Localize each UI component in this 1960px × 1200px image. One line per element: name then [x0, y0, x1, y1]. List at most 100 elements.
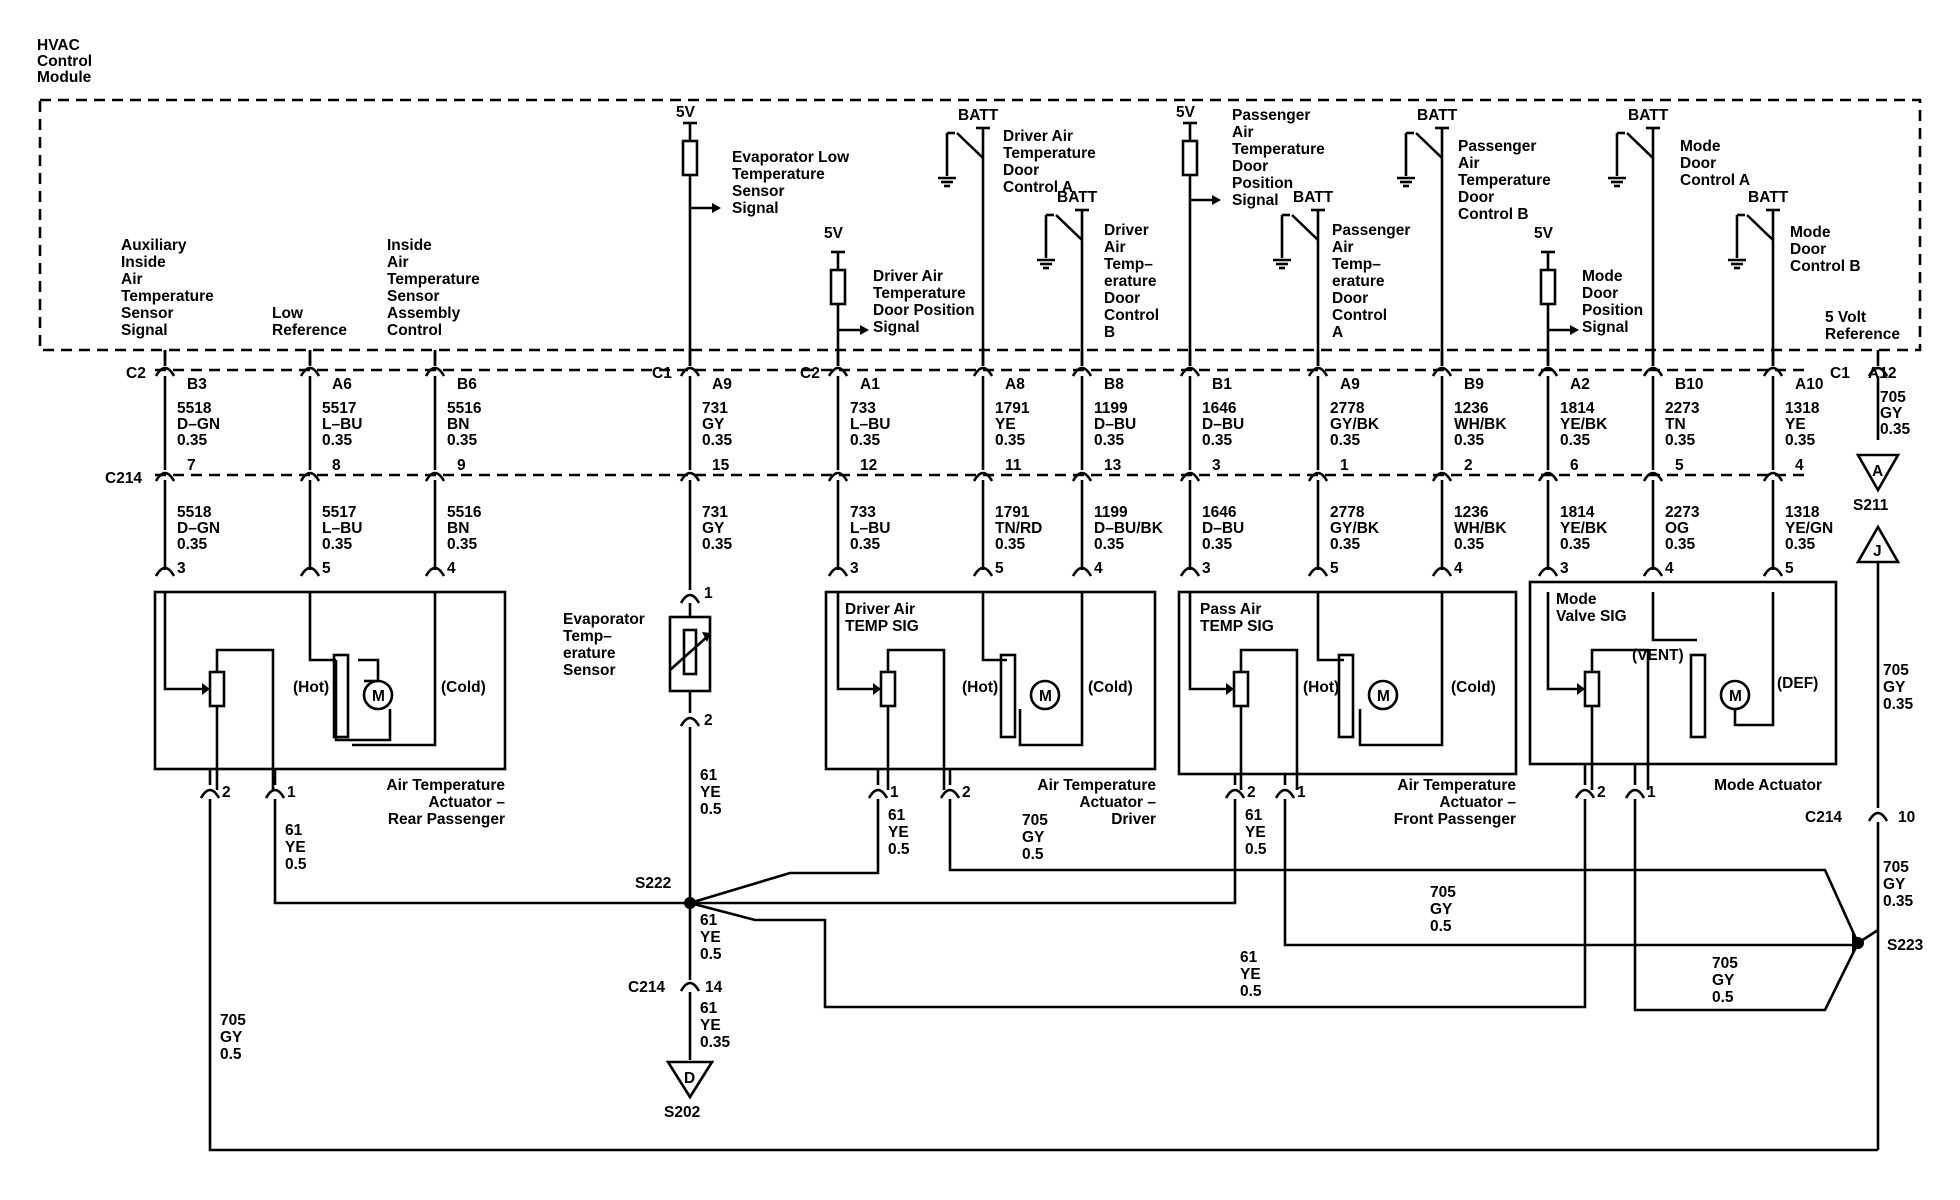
w61-035-label: 0.35	[700, 1034, 731, 1051]
drv-ctrl-b-label: Temp–	[1104, 256, 1153, 273]
actuator-pin-number: 3	[1560, 560, 1569, 577]
pin-label: A1	[860, 376, 880, 393]
upper-wire-label: 1318	[1785, 400, 1820, 417]
mode-ctrl-b-label: Mode	[1790, 224, 1831, 241]
drv-b-switch-blade	[1055, 214, 1083, 241]
pass-gnd	[690, 799, 1237, 905]
c-connector-b3	[154, 366, 176, 377]
module-label-text: HVAC	[37, 37, 80, 54]
w705-drv-label: 705	[1022, 812, 1048, 829]
rear-pot	[208, 670, 226, 708]
c214-connector-8	[1307, 471, 1329, 482]
pass-ctrl-b-label: Passenger	[1458, 138, 1536, 155]
pin-label: A9	[712, 376, 732, 393]
drv-pos-label: Door Position	[873, 302, 975, 319]
lower-wire-label: 0.35	[995, 536, 1026, 553]
lower-wire-label: 0.35	[850, 536, 881, 553]
upper-wire-label: GY/BK	[1330, 416, 1380, 433]
upper-wire-label: GY	[702, 416, 725, 433]
pin-label: B1	[1212, 376, 1232, 393]
lower-wire-label: WH/BK	[1454, 520, 1507, 537]
act-connector	[1537, 566, 1559, 577]
upper-wire-label: 0.35	[1785, 432, 1816, 449]
mode-pin2	[1574, 788, 1596, 799]
tri-a-letter: A	[1872, 463, 1883, 480]
upper-wire-label: 5518	[177, 400, 212, 417]
mode-pin1-num: 1	[1647, 784, 1656, 801]
inside-ctrl-label: Assembly	[387, 305, 461, 322]
drv-motor-m: M	[1039, 688, 1052, 705]
pass-motor-m: M	[1377, 688, 1390, 705]
inside-ctrl-label: Inside	[387, 237, 432, 254]
actuator-pin-number: 5	[1785, 560, 1794, 577]
pin-label: A8	[1005, 376, 1025, 393]
drvpos-arrowhead	[860, 325, 869, 335]
tri-j-letter: J	[1873, 543, 1882, 560]
actuator-pin-number: 5	[995, 560, 1004, 577]
aux-sensor-label: Signal	[121, 322, 168, 339]
upper-wire-label: 0.35	[995, 432, 1026, 449]
drv-name: Driver	[1111, 811, 1156, 828]
c-connector-b1	[1179, 366, 1201, 377]
upper-wire-label: 0.35	[702, 432, 733, 449]
c214-pin-number: 1	[1340, 457, 1349, 474]
low-ref-label: Reference	[272, 322, 347, 339]
mode-pot-top	[1590, 648, 1650, 790]
upper-wire-label: 0.35	[1330, 432, 1361, 449]
pin-label: B6	[457, 376, 477, 393]
c214-connector-4	[827, 471, 849, 482]
upper-wire-label: 0.35	[447, 432, 478, 449]
w61-rear-label: 0.5	[285, 856, 307, 873]
drv-ctrl-b-label: Control	[1104, 307, 1159, 324]
c214-14-connector	[679, 981, 701, 992]
c-connector-b9	[1431, 366, 1453, 377]
upper-wire-label: 5517	[322, 400, 356, 417]
w705-mid-label: GY	[1430, 901, 1453, 918]
evap-thermistor-arrow	[669, 635, 709, 671]
w705-j-label-2: 0.35	[1883, 893, 1914, 910]
lower-wire-label: 1791	[995, 504, 1030, 521]
w61-s222-label: 0.5	[700, 946, 722, 963]
upper-wire-label: WH/BK	[1454, 416, 1507, 433]
upper-wire-label: 1814	[1560, 400, 1595, 417]
tri-a	[1855, 453, 1901, 493]
drvpos-resistor	[829, 268, 847, 306]
upper-wire-label: 2778	[1330, 400, 1365, 417]
lower-wire-label: GY	[702, 520, 725, 537]
w61-035-label: YE	[700, 1017, 721, 1034]
pass-pos-label: Air	[1232, 124, 1254, 141]
evap-resistor	[681, 139, 699, 177]
c-connector-b6	[424, 366, 446, 377]
evap-sensor-name: erature	[563, 645, 616, 662]
upper-wire-label: 731	[702, 400, 728, 417]
w705-rear-label: 705	[220, 1012, 246, 1029]
mode-ctrl-b-label: Door	[1790, 241, 1826, 258]
inside-ctrl-label: Sensor	[387, 288, 440, 305]
passpos-resistor	[1181, 139, 1199, 177]
rear-m-2	[358, 658, 380, 681]
pass-pot	[1232, 670, 1250, 708]
lower-wire-label: L–BU	[322, 520, 362, 537]
drv-cold	[1018, 592, 1084, 747]
act-connector	[1642, 566, 1664, 577]
upper-wire-label: 733	[850, 400, 876, 417]
c-connector-b10	[1642, 366, 1664, 377]
pin-a12-label: A12	[1868, 365, 1896, 382]
drv-ctrl-b-label: Air	[1104, 239, 1126, 256]
mode-motor-m: M	[1729, 688, 1742, 705]
drv-pot	[879, 670, 897, 708]
pass-ref	[1283, 799, 1858, 947]
upper-wire-label: L–BU	[322, 416, 362, 433]
rear-ref	[208, 799, 1878, 1152]
evap-signal-label: Signal	[732, 200, 779, 217]
c-connector-a8	[972, 366, 994, 377]
mode-def: (DEF)	[1777, 675, 1818, 692]
act-connector	[424, 566, 446, 577]
drv-ctrl-b-label: erature	[1104, 273, 1157, 290]
upper-wire-label: 0.35	[177, 432, 208, 449]
act-connector	[299, 566, 321, 577]
c214-pin-number: 9	[457, 457, 466, 474]
rear-cold	[352, 592, 437, 747]
mode-actuator-box	[1528, 580, 1838, 766]
